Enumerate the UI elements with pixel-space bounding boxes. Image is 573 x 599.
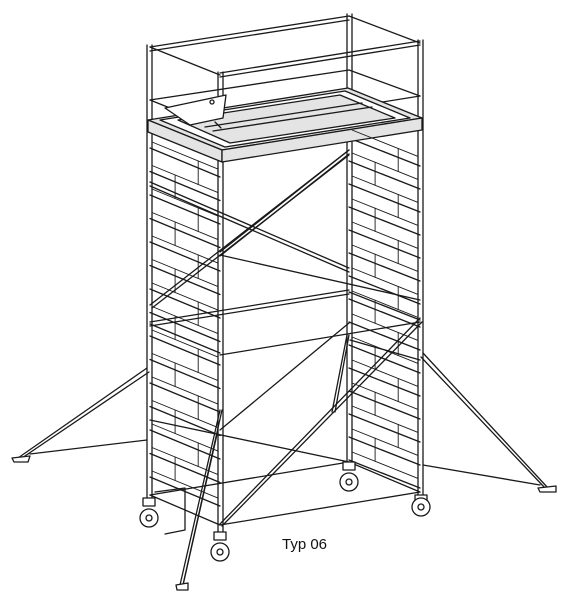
ladder-rung xyxy=(348,459,421,489)
ladder-rung xyxy=(149,429,221,460)
brick-course xyxy=(151,188,219,217)
brick-wall xyxy=(151,129,419,499)
brick-course xyxy=(151,353,219,382)
brick-course xyxy=(351,198,419,226)
brick-course xyxy=(351,336,419,364)
platform-deck xyxy=(147,87,423,163)
ladder-rung xyxy=(149,217,221,249)
brick-course xyxy=(151,235,219,264)
brick-course xyxy=(151,141,219,170)
ladder-rung xyxy=(149,194,221,225)
brick-course xyxy=(351,152,419,180)
wheel-rear xyxy=(339,461,359,492)
ladder-rung xyxy=(149,405,221,437)
brick-course xyxy=(351,267,419,295)
brick-course xyxy=(151,423,219,452)
brick-course xyxy=(351,290,419,318)
ladder-rung xyxy=(348,137,421,167)
ladder-rung xyxy=(149,170,221,202)
brick-course xyxy=(151,470,219,499)
ladder-rung xyxy=(348,367,421,397)
brick-course xyxy=(151,282,219,311)
ladder-rung xyxy=(348,344,421,374)
ladder-rung xyxy=(348,298,421,328)
wheel-left xyxy=(139,497,159,528)
brick-course xyxy=(351,244,419,272)
wheel-right xyxy=(411,494,431,517)
ladder-rung xyxy=(149,241,221,272)
brick-course xyxy=(351,175,419,203)
wheel-front xyxy=(210,531,230,562)
brick-course xyxy=(351,382,419,410)
brick-course xyxy=(151,306,219,335)
ladder-rung xyxy=(149,288,221,319)
type-label: Typ 06 xyxy=(282,536,328,553)
ladder-rung xyxy=(348,183,421,213)
ladder-rung xyxy=(149,311,221,343)
brick-course xyxy=(151,400,219,429)
ladder-rung xyxy=(348,413,421,443)
outriggers xyxy=(11,334,557,591)
ladder-rung xyxy=(348,436,421,466)
ladder-rung xyxy=(348,390,421,420)
ladder-rung xyxy=(149,335,221,366)
ladder-frame-right xyxy=(346,13,424,496)
caster-wheels xyxy=(139,461,431,562)
brick-course xyxy=(351,451,419,479)
ladder-rung xyxy=(348,160,421,190)
brick-course xyxy=(151,212,219,241)
ladder-rung xyxy=(149,264,221,296)
ladder-rung xyxy=(348,321,421,351)
brick-course xyxy=(351,359,419,387)
ladder-rung xyxy=(149,382,221,413)
brick-course xyxy=(351,405,419,433)
diagonal-braces xyxy=(149,149,423,527)
ladder-rung xyxy=(348,229,421,259)
brick-course xyxy=(351,221,419,249)
ladder-rung xyxy=(149,147,221,178)
brick-course xyxy=(351,428,419,456)
brick-course xyxy=(151,329,219,358)
brick-course xyxy=(351,313,419,341)
brick-course xyxy=(151,376,219,405)
brick-course xyxy=(351,129,419,157)
brick-course xyxy=(151,165,219,194)
ladder-rung xyxy=(348,206,421,236)
brick-course xyxy=(151,447,219,476)
ladder-rung xyxy=(149,358,221,390)
ladder-rung xyxy=(149,452,221,484)
ladder-rung xyxy=(348,275,421,305)
base-handle xyxy=(154,487,186,535)
guard-rails xyxy=(149,15,421,129)
brick-course xyxy=(151,259,219,288)
ladder-rung xyxy=(348,252,421,282)
